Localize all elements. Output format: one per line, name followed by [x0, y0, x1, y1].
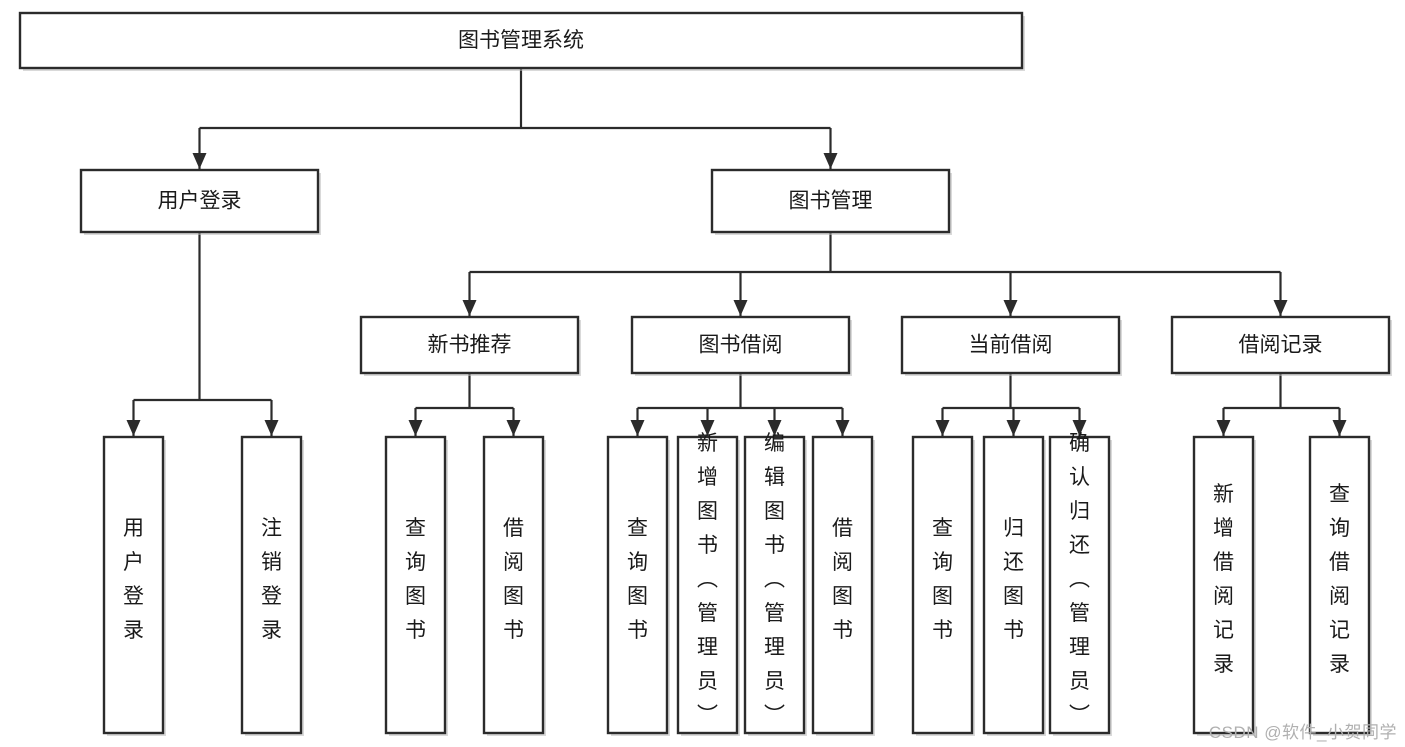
node-label: 编辑图书︵管理员︶ — [764, 432, 785, 727]
arrow-head-icon — [1003, 300, 1018, 316]
box-outline — [1048, 435, 1111, 735]
box-outline — [630, 315, 851, 375]
arrow-head-icon — [1006, 420, 1021, 436]
box-outline — [982, 435, 1045, 735]
leaf-node-11[interactable]: 新增借阅记录 — [1192, 435, 1256, 736]
node-label: 新增图书︵管理员︶ — [697, 432, 718, 727]
arrow-head-icon — [506, 420, 521, 436]
arrow-head-icon — [835, 420, 850, 436]
leaf-node-4[interactable]: 查询图书 — [606, 435, 670, 736]
node-label: 注销登录 — [261, 517, 282, 642]
node-label: 查询图书 — [627, 517, 648, 642]
arrow-head-icon — [408, 420, 423, 436]
leaf-node-12[interactable]: 查询借阅记录 — [1308, 435, 1372, 736]
box-outline — [1308, 435, 1371, 735]
arrow-head-icon — [462, 300, 477, 316]
box-outline — [18, 11, 1024, 70]
arrow-head-icon — [264, 420, 279, 436]
node-boxes-layer: 图书管理系统用户登录图书管理新书推荐图书借阅当前借阅借阅记录用户登录注销登录查询… — [18, 11, 1392, 736]
leaf-node-1[interactable]: 注销登录 — [240, 435, 304, 736]
arrow-head-icon — [126, 420, 141, 436]
arrow-head-icon — [192, 153, 207, 169]
arrow-head-icon — [1072, 420, 1087, 436]
node-label: 当前借阅 — [969, 334, 1053, 357]
leaf-node-2[interactable]: 查询图书 — [384, 435, 448, 736]
leaf-node-9[interactable]: 归还图书 — [982, 435, 1046, 736]
box-outline — [1192, 435, 1255, 735]
node-label: 借阅记录 — [1239, 334, 1323, 357]
node-label: 用户登录 — [158, 190, 242, 213]
box-outline — [482, 435, 545, 735]
box-outline — [1170, 315, 1391, 375]
node-label: 图书管理系统 — [458, 29, 584, 52]
arrow-head-icon — [630, 420, 645, 436]
node-图书管理[interactable]: 图书管理 — [710, 168, 952, 235]
box-outline — [240, 435, 303, 735]
box-outline — [384, 435, 447, 735]
arrow-head-icon — [1216, 420, 1231, 436]
box-outline — [900, 315, 1121, 375]
leaf-node-10[interactable]: 确认归还︵管理员︶ — [1048, 432, 1112, 736]
box-outline — [359, 315, 580, 375]
leaf-node-5[interactable]: 新增图书︵管理员︶ — [676, 432, 740, 736]
node-label: 图书借阅 — [699, 334, 783, 357]
box-outline — [743, 435, 806, 735]
node-label: 查询借阅记录 — [1329, 483, 1350, 676]
arrow-head-icon — [823, 153, 838, 169]
leaf-node-6[interactable]: 编辑图书︵管理员︶ — [743, 432, 807, 736]
node-label: 借阅图书 — [503, 517, 524, 642]
connector-lines-layer — [126, 68, 1347, 436]
node-label: 图书管理 — [789, 190, 873, 213]
node-当前借阅[interactable]: 当前借阅 — [900, 315, 1122, 376]
arrow-head-icon — [733, 300, 748, 316]
arrow-head-icon — [1332, 420, 1347, 436]
node-label: 用户登录 — [123, 517, 144, 642]
node-新书推荐[interactable]: 新书推荐 — [359, 315, 581, 376]
arrow-head-icon — [935, 420, 950, 436]
node-图书借阅[interactable]: 图书借阅 — [630, 315, 852, 376]
node-用户登录[interactable]: 用户登录 — [79, 168, 321, 235]
leaf-node-8[interactable]: 查询图书 — [911, 435, 975, 736]
node-label: 查询图书 — [932, 517, 953, 642]
arrow-head-icon — [1273, 300, 1288, 316]
arrow-head-icon — [767, 420, 782, 436]
node-label: 新增借阅记录 — [1213, 483, 1234, 676]
node-label: 查询图书 — [405, 517, 426, 642]
node-借阅记录[interactable]: 借阅记录 — [1170, 315, 1392, 376]
node-label: 确认归还︵管理员︶ — [1069, 432, 1090, 727]
leaf-node-7[interactable]: 借阅图书 — [811, 435, 875, 736]
box-outline — [102, 435, 165, 735]
node-label: 新书推荐 — [428, 334, 512, 357]
box-outline — [79, 168, 320, 234]
box-outline — [710, 168, 951, 234]
box-outline — [606, 435, 669, 735]
leaf-node-3[interactable]: 借阅图书 — [482, 435, 546, 736]
box-outline — [676, 435, 739, 735]
node-label: 归还图书 — [1003, 517, 1024, 642]
leaf-node-0[interactable]: 用户登录 — [102, 435, 166, 736]
box-outline — [911, 435, 974, 735]
box-outline — [811, 435, 874, 735]
arrow-head-icon — [700, 420, 715, 436]
node-label: 借阅图书 — [832, 517, 853, 642]
node-图书管理系统[interactable]: 图书管理系统 — [18, 11, 1025, 71]
